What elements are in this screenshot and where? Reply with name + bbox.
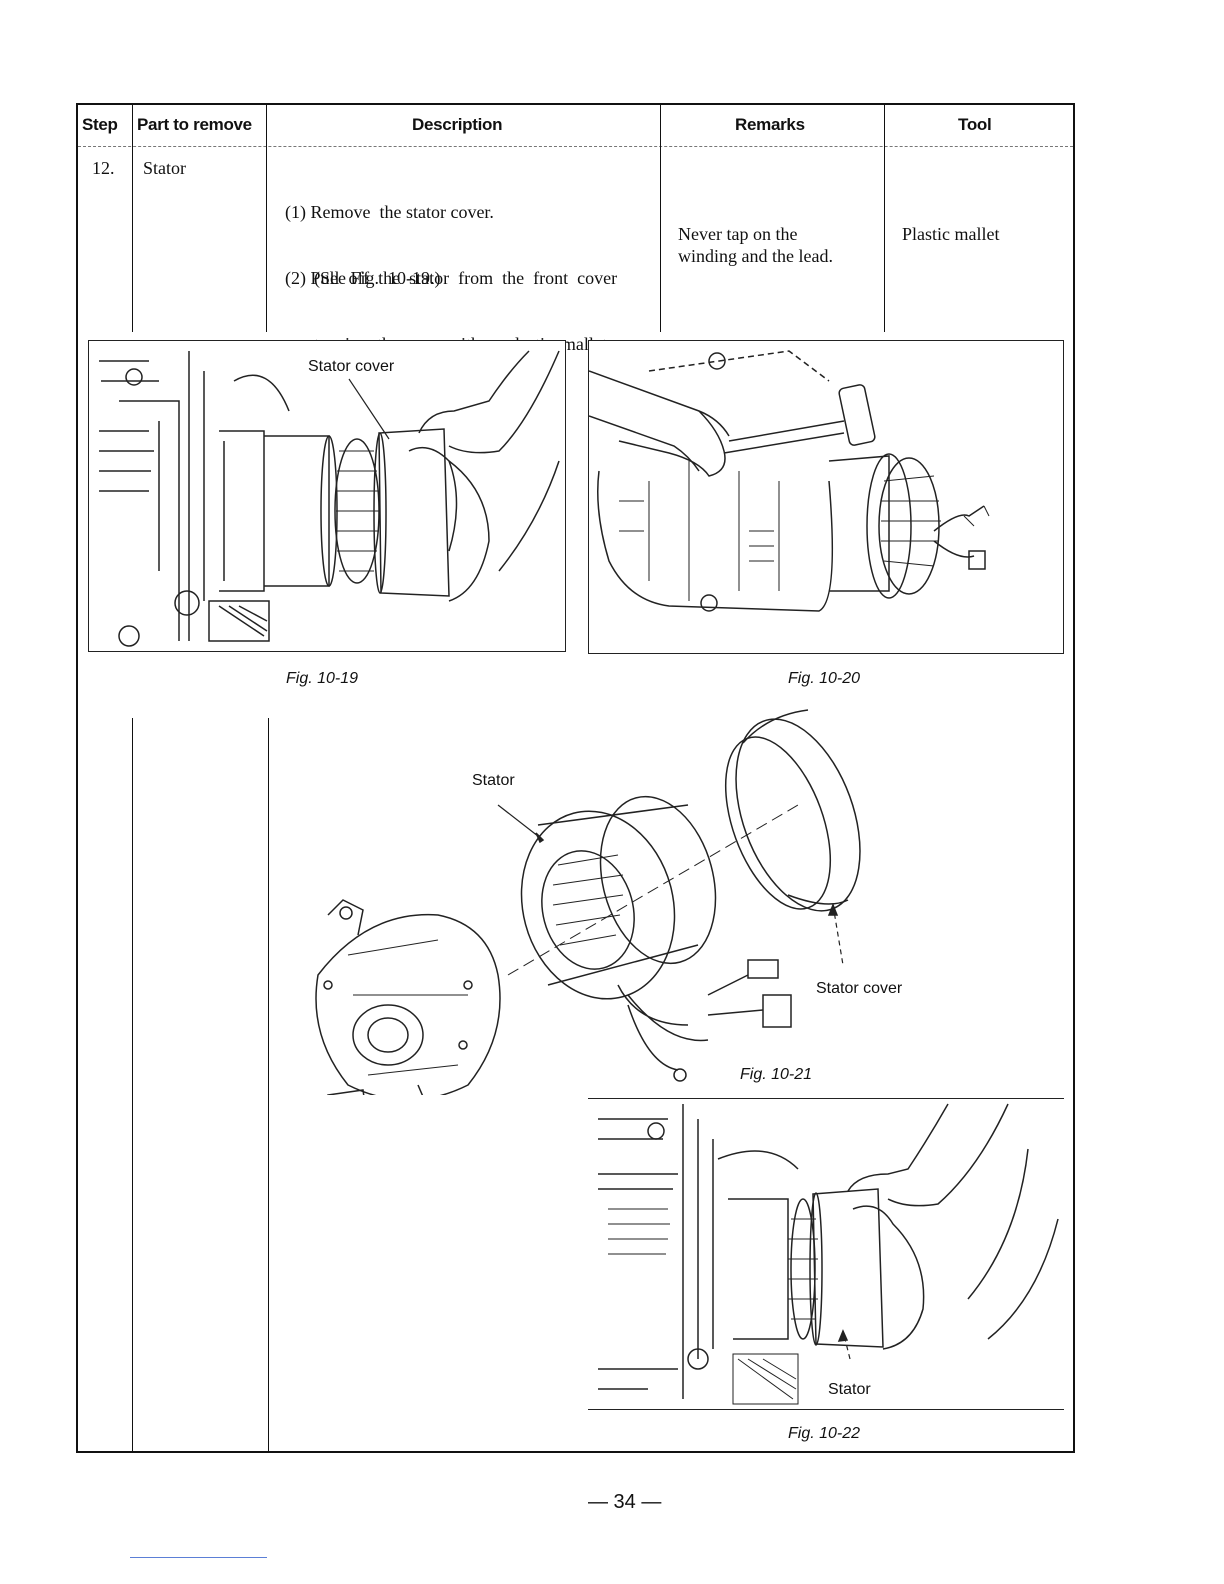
part-name: Stator <box>143 158 186 178</box>
figure-10-20-illustration <box>588 340 1064 654</box>
header-separator <box>78 146 1073 147</box>
figure-10-22-label-stator: Stator <box>828 1381 871 1398</box>
col-line-part <box>266 105 267 332</box>
figure-10-19-caption: Fig. 10-19 <box>286 670 359 687</box>
figure-10-21-caption: Fig. 10-21 <box>740 1066 813 1083</box>
col-line-remarks <box>884 105 885 332</box>
figure-10-22-caption: Fig. 10-22 <box>788 1425 861 1442</box>
remarks: Never tap on the winding and the lead. <box>678 223 833 267</box>
header-step: Step <box>82 115 118 134</box>
footnote-rule <box>130 1557 267 1558</box>
figure-10-22-illustration <box>588 1098 1064 1410</box>
header-tool: Tool <box>958 115 992 134</box>
col-line-step-lower <box>132 718 133 1451</box>
remarks-line-1: Never tap on the <box>678 224 798 244</box>
table-frame <box>76 103 1075 1453</box>
remarks-line-2: winding and the lead. <box>678 246 833 266</box>
step-number: 12. <box>92 158 115 178</box>
col-line-step <box>132 105 133 332</box>
description-1-line-2: (See Fig. 10-19.) <box>314 268 441 288</box>
header-remarks: Remarks <box>735 115 805 134</box>
header-part-to-remove: Part to remove <box>137 115 252 134</box>
figure-10-21-illustration <box>288 695 908 1095</box>
description-step-1: (1) Remove the stator cover. (See Fig. 1… <box>285 157 494 311</box>
page-number: — 34 — <box>588 1491 662 1513</box>
col-line-part-lower <box>268 718 269 1451</box>
header-description: Description <box>412 115 503 134</box>
figure-10-20-caption: Fig. 10-20 <box>788 670 861 687</box>
col-line-desc <box>660 105 661 332</box>
tool: Plastic mallet <box>902 224 1000 244</box>
description-2-line-1: (2) Pull off the stator from the front c… <box>285 268 618 288</box>
figure-10-21-label-stator: Stator <box>472 772 515 789</box>
figure-10-19-label: Stator cover <box>306 358 397 376</box>
figure-10-19-illustration <box>88 340 566 652</box>
description-1-line-1: (1) Remove the stator cover. <box>285 202 494 222</box>
figure-10-21-label-stator-cover: Stator cover <box>816 980 903 997</box>
